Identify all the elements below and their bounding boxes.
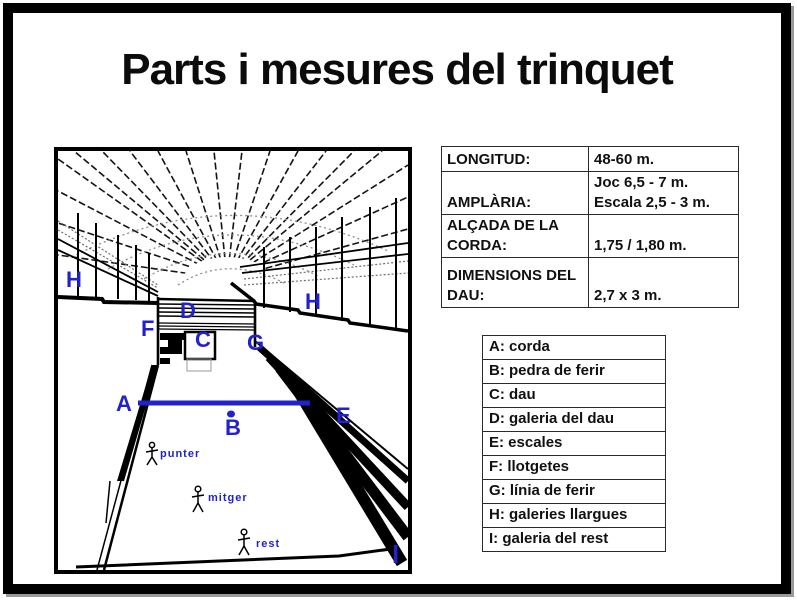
rest-figure (237, 528, 251, 556)
trinquet-drawing: H D F C G H A B E I punter mitger rest (54, 147, 413, 574)
label-a: A (116, 391, 132, 416)
table-row: ALÇADA DE LA CORDA: 1,75 / 1,80 m. (441, 214, 739, 258)
table-row: AMPLÀRIA: Joc 6,5 - 7 m. Escala 2,5 - 3 … (441, 171, 739, 215)
legend-entry: G: línia de ferir (482, 479, 666, 504)
measure-label: AMPLÀRIA: (441, 171, 589, 215)
list-item: H: galeries llargues (482, 503, 666, 528)
list-item: I: galeria del rest (482, 527, 666, 552)
legend-entry: D: galeria del dau (482, 407, 666, 432)
slide-frame: Parts i mesures del trinquet (3, 3, 791, 594)
label-c: C (195, 327, 211, 352)
left-gallery (57, 213, 159, 305)
list-item: E: escales (482, 431, 666, 456)
llotgetes-blocks (160, 333, 194, 364)
label-rest: rest (256, 538, 280, 550)
player-figures (145, 441, 251, 556)
left-wall-base-shade (117, 365, 158, 481)
slide-title: Parts i mesures del trinquet (121, 45, 674, 94)
trinquet-diagram-svg: H D F C G H A B E I punter mitger rest (57, 150, 413, 571)
label-i: I (392, 539, 399, 569)
mitger-figure (191, 485, 205, 513)
legend-entry: H: galeries llargues (482, 503, 666, 528)
measure-value: Joc 6,5 - 7 m. Escala 2,5 - 3 m. (588, 171, 739, 215)
legend-entry: E: escales (482, 431, 666, 456)
list-item: F: llotgetes (482, 455, 666, 480)
right-gallery (229, 198, 409, 333)
list-item: G: línia de ferir (482, 479, 666, 504)
label-g: G (247, 330, 264, 355)
measure-value: 48-60 m. (588, 146, 739, 172)
legend-entry: F: llotgetes (482, 455, 666, 480)
ceiling-vanishing-area (183, 257, 271, 303)
measure-value: 2,7 x 3 m. (588, 257, 739, 308)
label-b: B (225, 415, 241, 440)
pedra-de-ferir-dot (227, 410, 235, 418)
label-h-right: H (305, 289, 321, 314)
measures-table: LONGITUD: 48-60 m. AMPLÀRIA: Joc 6,5 - 7… (441, 146, 739, 308)
list-item: D: galeria del dau (482, 407, 666, 432)
measure-value: 1,75 / 1,80 m. (588, 214, 739, 258)
table-row: DIMENSIONS DEL DAU: 2,7 x 3 m. (441, 257, 739, 308)
stairs-escales (254, 340, 413, 567)
dau-square-shadow (186, 358, 212, 372)
measure-label: DIMENSIONS DEL DAU: (441, 257, 589, 308)
label-e: E (336, 403, 351, 428)
legend-entry: I: galeria del rest (482, 527, 666, 552)
label-d: D (180, 298, 196, 323)
table-row: LONGITUD: 48-60 m. (441, 146, 739, 172)
legend-entry: C: dau (482, 383, 666, 408)
label-h-left: H (66, 267, 82, 292)
punter-figure (145, 441, 159, 466)
list-item: A: corda (482, 335, 666, 360)
legend-table: A: corda B: pedra de ferir C: dau D: gal… (482, 335, 666, 552)
label-f: F (141, 316, 154, 341)
list-item: B: pedra de ferir (482, 359, 666, 384)
list-item: C: dau (482, 383, 666, 408)
measure-label: ALÇADA DE LA CORDA: (441, 214, 589, 258)
legend-entry: A: corda (482, 335, 666, 360)
label-mitger: mitger (208, 492, 248, 504)
dau-gallery-stripes (156, 297, 257, 365)
label-punter: punter (160, 448, 200, 460)
measure-label: LONGITUD: (441, 146, 589, 172)
legend-entry: B: pedra de ferir (482, 359, 666, 384)
